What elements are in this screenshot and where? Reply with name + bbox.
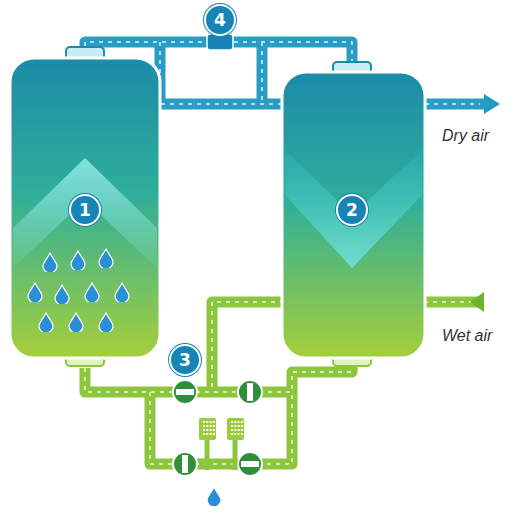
water-drop <box>71 251 85 271</box>
water-drop <box>28 283 42 303</box>
silencer-hole <box>241 429 243 431</box>
wet-air-arrow <box>470 292 484 312</box>
silencer-hole <box>234 433 236 435</box>
water-drop <box>99 249 113 269</box>
callout-number: 4 <box>204 4 236 36</box>
water-drop <box>85 283 99 303</box>
water-drop <box>43 253 57 273</box>
silencer-hole <box>238 433 240 435</box>
silencer-hole <box>234 429 236 431</box>
silencer-hole <box>241 425 243 427</box>
silencer-hole <box>231 425 233 427</box>
silencer-hole <box>210 433 212 435</box>
silencer-hole <box>241 421 243 423</box>
silencer-hole <box>231 421 233 423</box>
water-drop <box>69 313 83 333</box>
silencer-hole <box>234 425 236 427</box>
silencer-hole <box>206 429 208 431</box>
callout-number: 3 <box>169 344 201 376</box>
silencer-hole <box>210 421 212 423</box>
water-drop <box>115 283 129 303</box>
silencer-hole <box>210 425 212 427</box>
silencer-hole <box>203 425 205 427</box>
silencer-hole <box>213 433 215 435</box>
silencer-hole <box>203 433 205 435</box>
silencer-hole <box>241 433 243 435</box>
drain-drop <box>207 487 221 507</box>
silencer-hole <box>238 429 240 431</box>
left-tower <box>10 47 160 366</box>
silencer-hole <box>231 433 233 435</box>
silencers <box>199 418 244 470</box>
silencer-hole <box>238 425 240 427</box>
water-drop <box>39 313 53 333</box>
silencer-hole <box>234 421 236 423</box>
dry-air-arrow <box>484 94 500 114</box>
switching-valves <box>173 380 262 476</box>
callout-number: 1 <box>69 194 101 226</box>
top-valve <box>207 34 233 50</box>
silencer-hole <box>213 421 215 423</box>
flow-label: Wet air <box>442 327 492 345</box>
flow-label: Dry air <box>442 127 489 145</box>
right-tower <box>282 62 425 366</box>
silencer-hole <box>238 421 240 423</box>
silencer-hole <box>203 421 205 423</box>
silencer-hole <box>206 421 208 423</box>
water-droplets <box>28 249 129 333</box>
silencer-hole <box>210 429 212 431</box>
water-drop <box>55 285 69 305</box>
silencer-hole <box>213 425 215 427</box>
silencer-hole <box>231 429 233 431</box>
callout-number: 2 <box>336 194 368 226</box>
silencer-hole <box>213 429 215 431</box>
silencer-hole <box>206 425 208 427</box>
silencer-hole <box>206 433 208 435</box>
silencer-hole <box>203 429 205 431</box>
water-drop <box>99 313 113 333</box>
